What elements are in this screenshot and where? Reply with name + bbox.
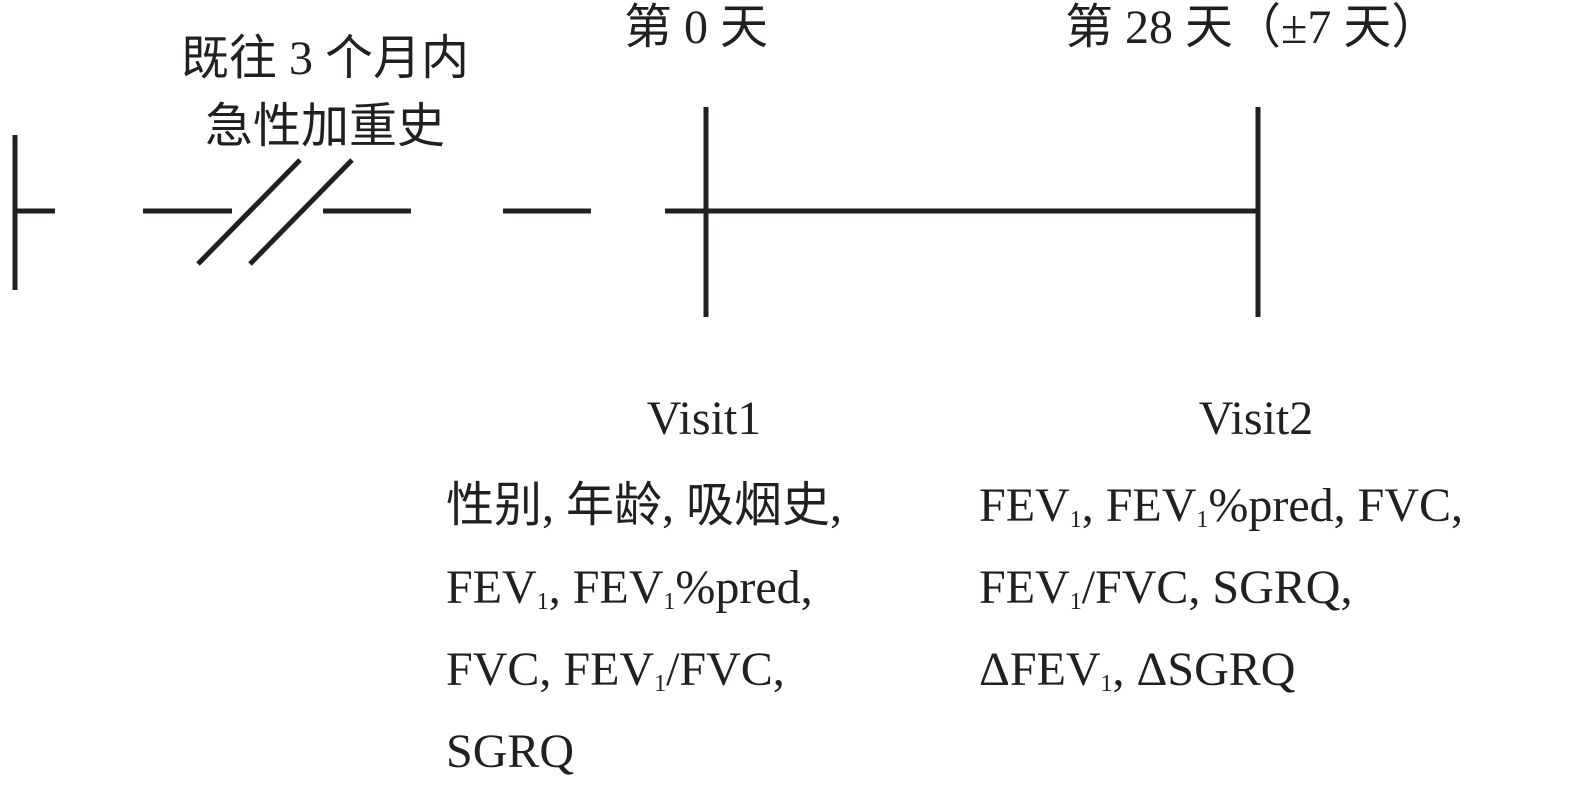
visit1-measure-line: FVC, FEV1/FVC, <box>446 643 785 697</box>
day0-label: 第 0 天 <box>624 1 769 54</box>
visit2-measure-line: ΔFEV1, ΔSGRQ <box>979 643 1296 697</box>
visit1-measures: 性别, 年龄, 吸烟史, FEV1, FEV1%pred, FVC, FEV1/… <box>446 465 842 793</box>
visit2-measures: FEV1, FEV1%pred, FVC, FEV1/FVC, SGRQ, ΔF… <box>979 465 1463 711</box>
history-label-line-1: 既往 3 个月内 <box>180 32 469 85</box>
visit2-title: Visit2 <box>1198 392 1314 445</box>
visit1-title: Visit1 <box>646 392 762 445</box>
day28-label: 第 28 天（±7 天） <box>1065 1 1440 54</box>
history-label-line-2: 急性加重史 <box>204 100 445 153</box>
break-slash-left <box>196 158 302 266</box>
visit1-measure-line: SGRQ <box>446 725 575 778</box>
visit1-measure-line: FEV1, FEV1%pred, <box>446 561 813 615</box>
visit1-measure-line: 性别, 年龄, 吸烟史, <box>446 479 843 532</box>
visit2-measure-line: FEV1, FEV1%pred, FVC, <box>979 479 1464 533</box>
history-label: 既往 3 个月内 急性加重史 <box>160 25 490 161</box>
break-slash-right <box>248 158 354 266</box>
visit2-measure-line: FEV1/FVC, SGRQ, <box>979 561 1353 615</box>
